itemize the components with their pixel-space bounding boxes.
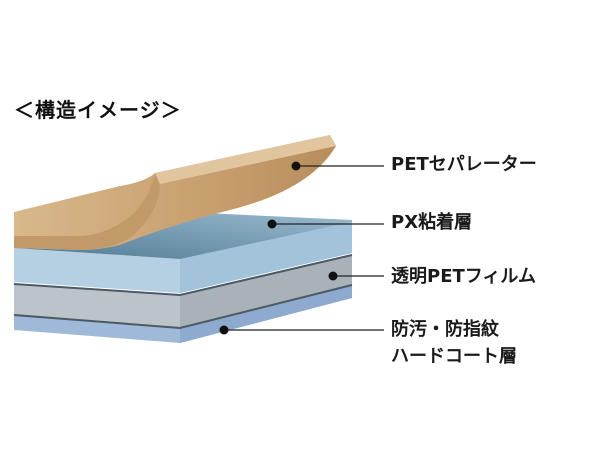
pointer-dot — [219, 325, 229, 335]
pointer-dot — [328, 271, 338, 281]
pointer-dot — [291, 161, 301, 171]
label-hardcoat-line1: 防汚・防指紋 — [391, 319, 499, 340]
label-px-adhesive: PX粘着層 — [391, 212, 473, 233]
diagram-title: ＜構造イメージ＞ — [14, 98, 182, 122]
label-hardcoat-line2: ハードコート層 — [391, 346, 517, 367]
pointer-dot — [267, 219, 277, 229]
label-pet-film: 透明PETフィルム — [391, 266, 537, 287]
pet-separator-sheet — [14, 135, 336, 250]
pet-film-layer — [13, 254, 353, 330]
label-pet-separator: PETセパレーター — [391, 154, 537, 175]
